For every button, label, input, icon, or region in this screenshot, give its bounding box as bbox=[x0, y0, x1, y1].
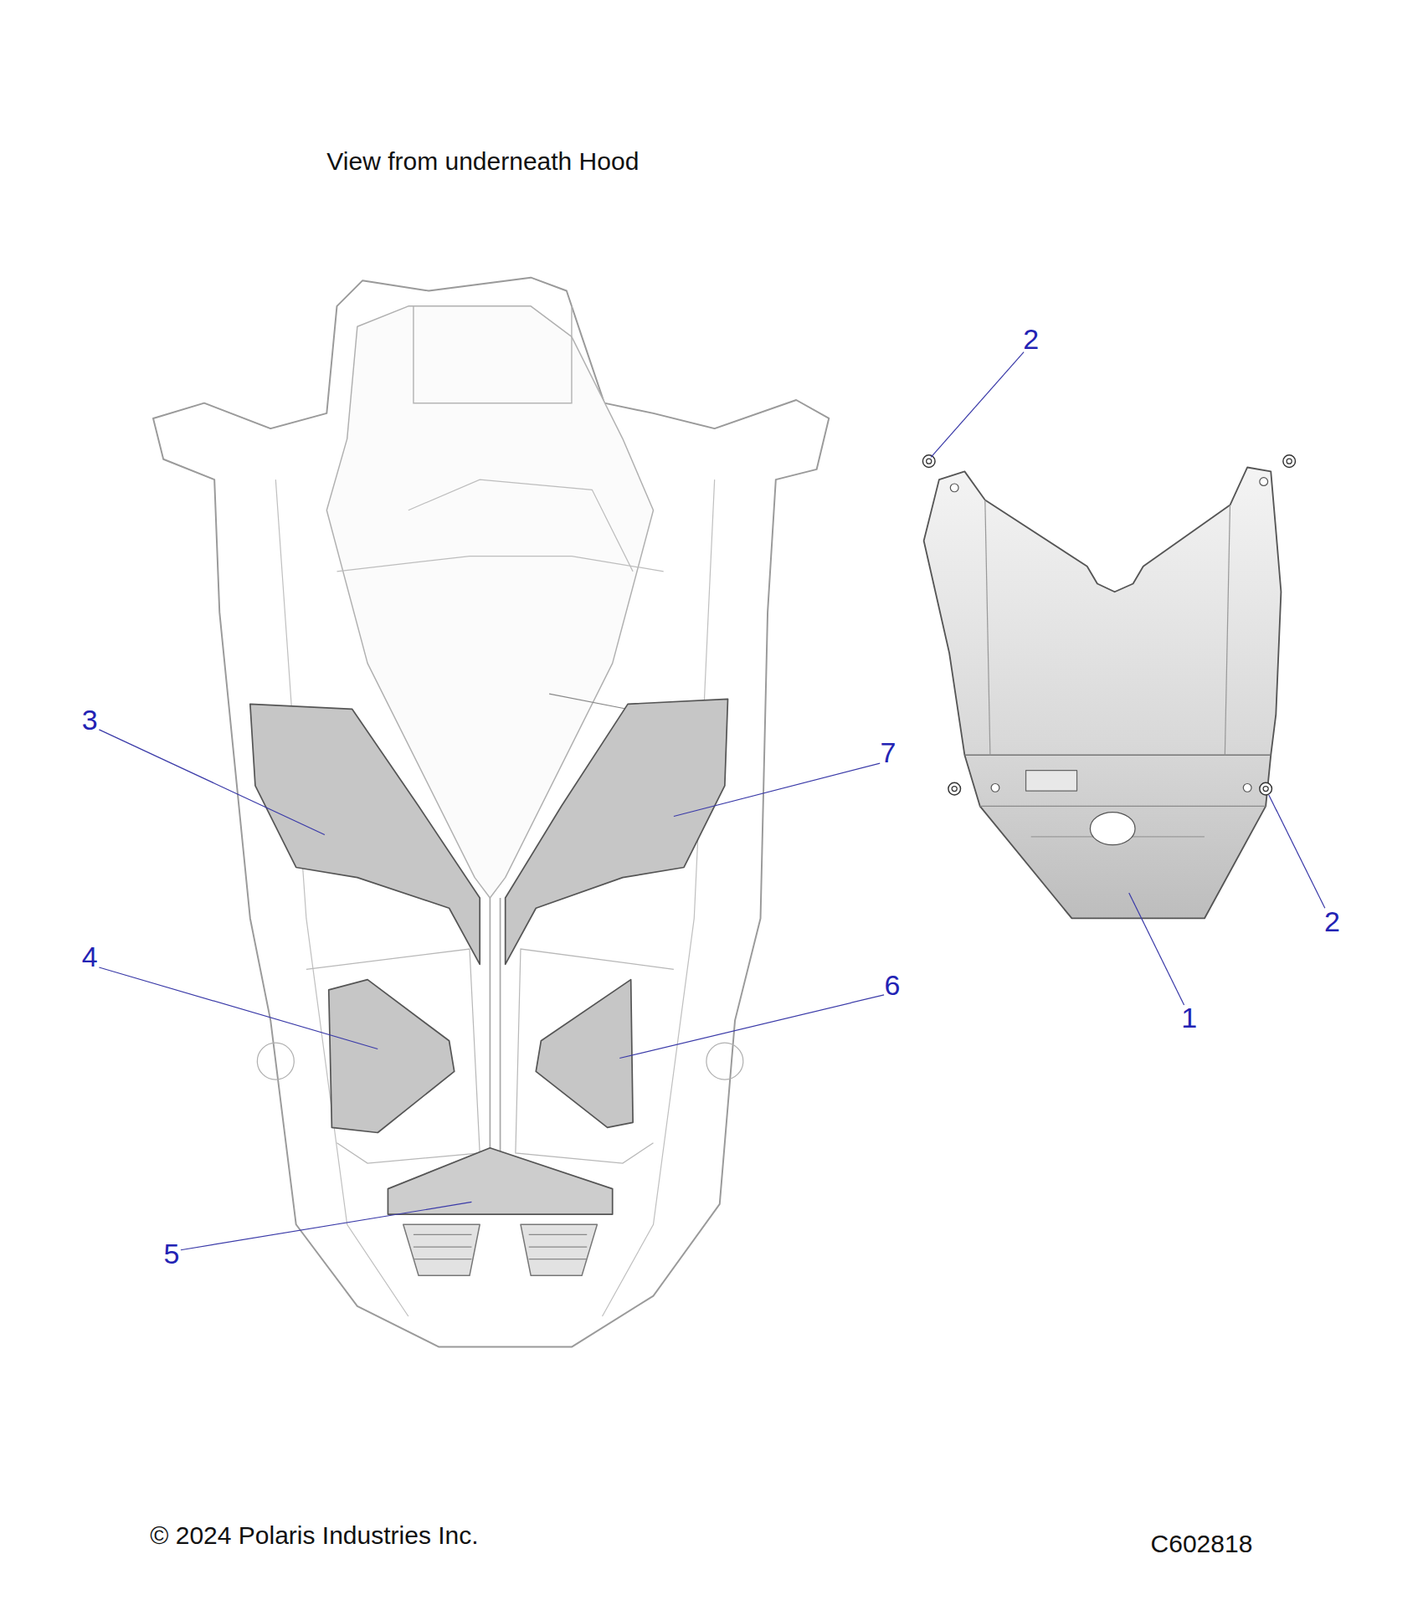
grille-slat bbox=[413, 1234, 473, 1236]
grille-slat bbox=[529, 1258, 588, 1260]
fastener bbox=[1263, 786, 1269, 792]
callout-number: 2 bbox=[1324, 907, 1341, 936]
callout-number: 6 bbox=[883, 970, 900, 1000]
grille-slat bbox=[413, 1246, 473, 1248]
grille-slat bbox=[529, 1246, 588, 1248]
grille-slat bbox=[413, 1258, 473, 1260]
hood-detail bbox=[602, 479, 715, 1317]
callout-number: 5 bbox=[163, 1239, 180, 1269]
plate-hole bbox=[1089, 812, 1136, 846]
fastener bbox=[1283, 455, 1296, 468]
insulation-panel bbox=[505, 698, 729, 965]
leader-line bbox=[619, 995, 884, 1059]
mount-hole bbox=[1243, 783, 1252, 792]
hood-frame bbox=[515, 949, 674, 1164]
insulation-panel bbox=[250, 703, 480, 965]
leader-line bbox=[930, 352, 1024, 458]
fastener bbox=[1259, 782, 1273, 796]
hood-detail bbox=[336, 556, 663, 572]
skid-plate-edge bbox=[980, 806, 1266, 807]
leader-line bbox=[98, 967, 378, 1050]
hood-rib bbox=[489, 898, 492, 1154]
leader-line bbox=[180, 1202, 473, 1250]
fastener bbox=[1286, 458, 1292, 464]
fastener bbox=[951, 786, 957, 792]
skid-plate-edge bbox=[1224, 505, 1230, 756]
callout-number: 7 bbox=[880, 738, 897, 767]
leader-line bbox=[98, 729, 324, 836]
fastener bbox=[948, 782, 961, 796]
hood-vent bbox=[256, 1042, 294, 1080]
hood-detail bbox=[413, 306, 572, 404]
hood-detail bbox=[408, 479, 633, 572]
callout-number: 2 bbox=[1022, 324, 1039, 354]
hood-rib bbox=[499, 898, 502, 1154]
fastener bbox=[926, 458, 932, 464]
callout-number: 3 bbox=[82, 705, 98, 735]
callout-number: 4 bbox=[82, 942, 98, 971]
leader-line bbox=[1129, 893, 1185, 1006]
mount-hole bbox=[991, 783, 1000, 792]
insulation-panel bbox=[328, 980, 455, 1134]
plate-bracket bbox=[1026, 770, 1078, 792]
grille bbox=[403, 1224, 480, 1276]
grille bbox=[520, 1224, 597, 1276]
insulation-panel bbox=[535, 980, 633, 1129]
leader-line bbox=[673, 763, 880, 817]
callout-number: 1 bbox=[1181, 1003, 1197, 1033]
leader-line bbox=[1268, 795, 1326, 909]
insulation-panel bbox=[387, 1148, 612, 1215]
mount-hole bbox=[1259, 477, 1269, 487]
skid-plate bbox=[924, 467, 1282, 919]
drawing-code: C602818 bbox=[1150, 1531, 1254, 1557]
title: View from underneath Hood bbox=[326, 148, 639, 175]
hood-vent bbox=[706, 1042, 744, 1080]
hood-frame bbox=[306, 949, 480, 1164]
skid-plate-edge bbox=[985, 500, 991, 756]
grille-slat bbox=[529, 1234, 588, 1236]
copyright: © 2024 Polaris Industries Inc. bbox=[149, 1523, 478, 1549]
fastener bbox=[922, 455, 935, 468]
hood-detail bbox=[549, 693, 628, 709]
hood-outline bbox=[153, 277, 829, 1348]
mount-hole bbox=[950, 483, 959, 493]
